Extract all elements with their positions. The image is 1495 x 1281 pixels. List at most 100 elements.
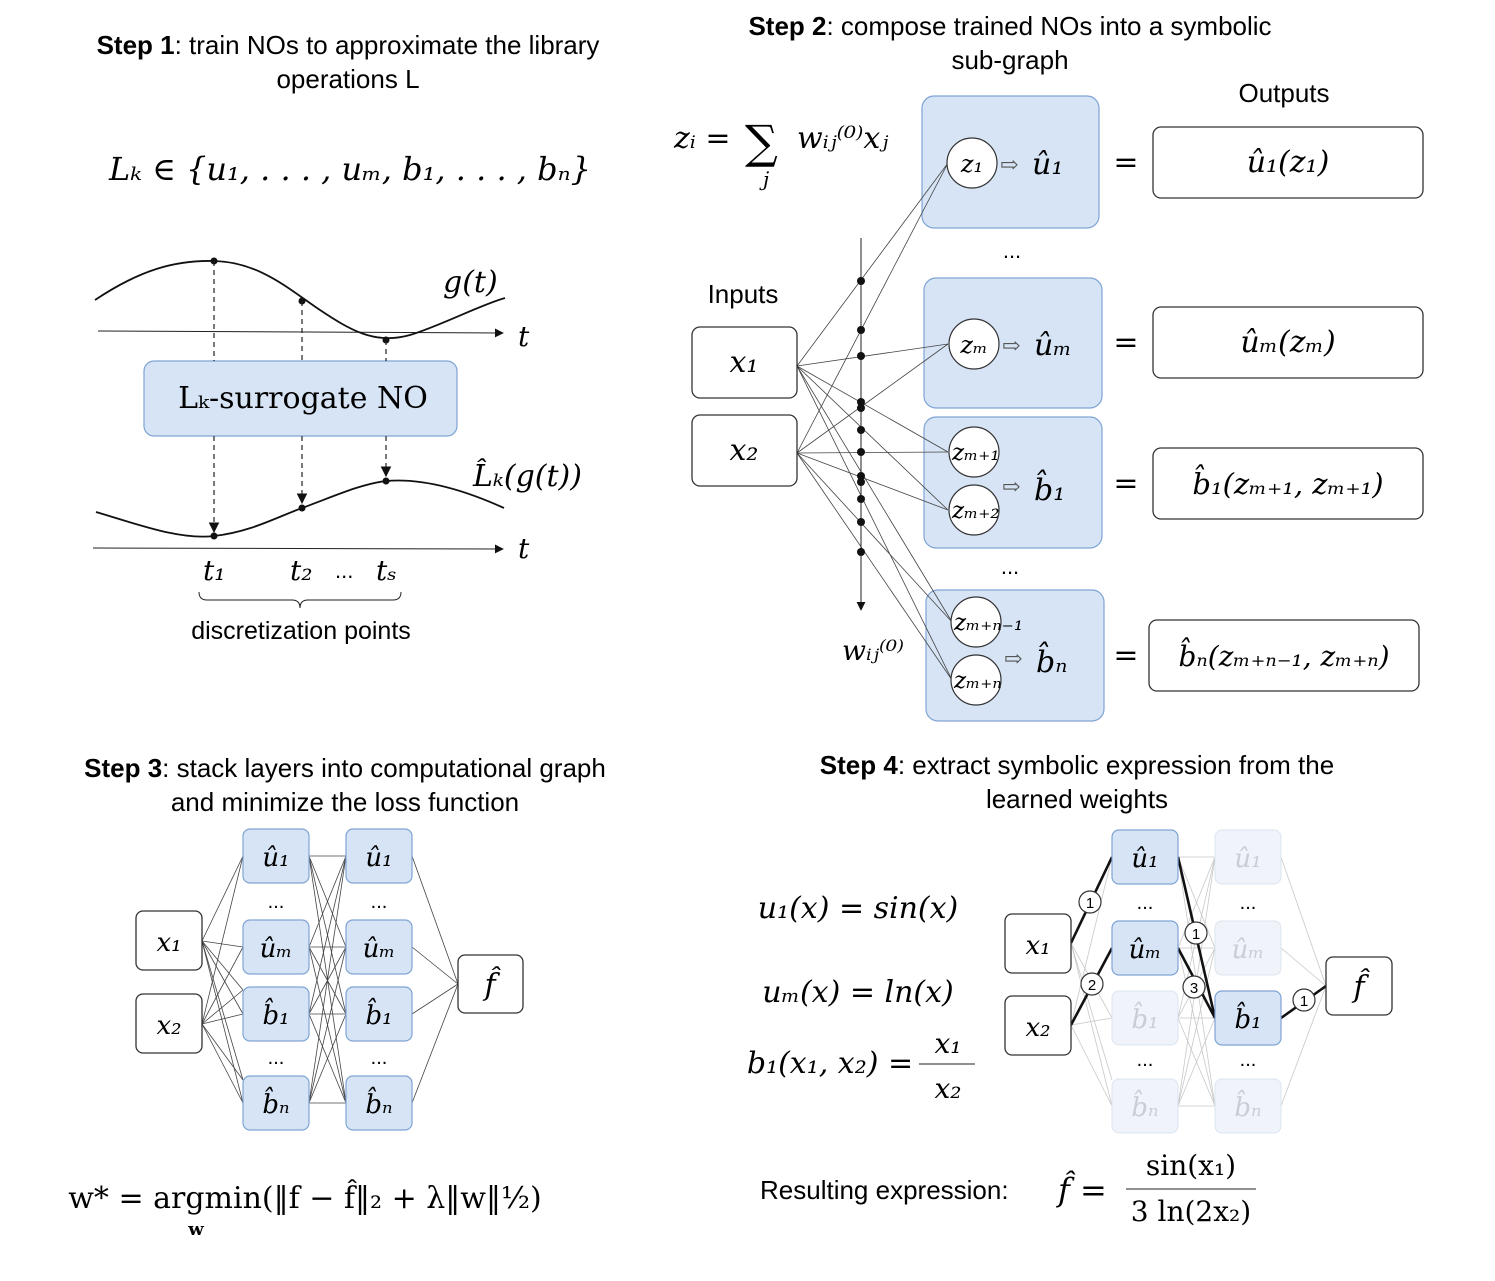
z-node-label: zₘ₊₂	[951, 498, 1000, 524]
step3-title-line2: and minimize the loss function	[171, 787, 519, 817]
library-set: Lₖ ∈ {u₁, . . . , uₘ, b₁, . . . , bₙ}	[108, 150, 591, 188]
z-formula-sub: j	[759, 167, 769, 191]
output-point	[210, 532, 218, 540]
op-label: ûₘ	[1034, 328, 1072, 363]
t-label: t₁	[203, 554, 225, 587]
node-ellipsis: ...	[1137, 892, 1154, 914]
weight-badge-label: 2	[1088, 977, 1096, 994]
step3-title: Step 3: stack layers into computational …	[84, 753, 606, 783]
layer1-node	[242, 919, 310, 975]
output-point	[298, 504, 306, 512]
step4-active-node	[1111, 920, 1179, 976]
step4-input-label: x₁	[1025, 931, 1050, 961]
hollow-arrow-icon: ⇨	[1002, 475, 1020, 500]
group-box-u1	[921, 95, 1100, 229]
node-label: û₁	[262, 843, 289, 873]
node-ellipsis: ...	[1137, 1049, 1154, 1071]
layer1-node	[242, 828, 310, 884]
input-box-x2	[691, 414, 798, 487]
t-ellipsis: ...	[335, 558, 353, 583]
layer2-node	[345, 1075, 413, 1131]
node-label: b̂ₙ	[262, 1086, 289, 1120]
equals-sign: =	[1113, 145, 1138, 180]
group-ellipsis: ...	[1001, 554, 1019, 579]
z-formula-right: wᵢⱼ⁽⁰⁾xⱼ	[797, 121, 888, 156]
node-label: û₁	[1234, 844, 1261, 874]
node-label: ûₘ	[1129, 935, 1162, 965]
node-ellipsis: ...	[1240, 892, 1257, 914]
equation-b1: b₁(x₁, x₂) =	[747, 1046, 913, 1081]
step3-input-x1	[135, 910, 203, 971]
loss-subscript: w	[187, 1219, 204, 1240]
weight-dots	[857, 277, 865, 556]
step4-active-node	[1111, 829, 1179, 885]
t-label: t₂	[290, 554, 312, 587]
z-node-circle	[948, 484, 1000, 536]
weight-badge	[1078, 890, 1102, 914]
output-box	[1152, 447, 1424, 520]
input-function-curve	[94, 260, 506, 339]
group-box-um	[923, 277, 1103, 409]
layer2-node	[345, 986, 413, 1042]
surrogate-no-box	[143, 360, 458, 437]
z-node-label: zₘ	[959, 331, 987, 359]
weight-badge-label: 1	[1192, 926, 1200, 943]
output-box	[1152, 306, 1424, 379]
step1-title: Step 1: train NOs to approximate the lib…	[97, 30, 600, 60]
hollow-arrow-icon: ⇨	[1004, 647, 1022, 672]
z-node-label: zₘ₊₁	[951, 440, 1000, 466]
lower-axis-label: t	[518, 532, 530, 565]
z-node-circle	[948, 426, 1000, 478]
step4-faint-edges	[1070, 856, 1327, 1107]
step4-input-x1	[1004, 913, 1072, 974]
input-x1-label: x₁	[730, 345, 759, 380]
node-label: ûₘ	[363, 934, 396, 964]
step1-title-line2: operations L	[276, 64, 419, 94]
fraction-numerator: x₁	[934, 1027, 961, 1060]
step4-inactive-node	[1111, 990, 1179, 1046]
node-ellipsis: ...	[371, 891, 388, 913]
output-label: L̂ₖ(g(t))	[472, 459, 582, 494]
output-expression: b̂ₙ(zₘ₊ₙ₋₁, zₘ₊ₙ)	[1178, 638, 1389, 673]
node-label: ûₘ	[260, 934, 293, 964]
equation-um: uₘ(x) = ln(x)	[762, 975, 954, 1010]
step4-inactive-node	[1214, 829, 1282, 885]
result-lhs: f̂ =	[1056, 1170, 1107, 1209]
equals-sign: =	[1113, 325, 1138, 360]
output-point	[382, 477, 390, 485]
weight-badge	[1184, 921, 1208, 945]
node-label: b̂₁	[1234, 1001, 1261, 1035]
step4-title: Step 4: extract symbolic expression from…	[820, 750, 1334, 780]
upper-axis-label: t	[518, 320, 530, 353]
loss-function: w* = argmin(‖f − f̂‖₂ + λ‖w‖½)	[68, 1179, 542, 1216]
step2-title: Step 2: compose trained NOs into a symbo…	[748, 11, 1271, 41]
op-label: b̂ₙ	[1036, 641, 1067, 680]
bracket-label: discretization points	[191, 617, 411, 645]
fraction-denominator: x₂	[934, 1072, 961, 1105]
output-expression: û₁(z₁)	[1247, 145, 1330, 180]
node-ellipsis: ...	[371, 1047, 388, 1069]
step2-panel: Step 2: compose trained NOs into a symbo…	[673, 11, 1424, 722]
weight-badge	[1080, 972, 1104, 996]
node-label: ûₘ	[1232, 935, 1265, 965]
weight-badge-label: 1	[1086, 895, 1094, 912]
layer2-node	[345, 828, 413, 884]
curve-label: g(t)	[443, 265, 498, 300]
output-expression: b̂₁(zₘ₊₁, zₘ₊₁)	[1192, 464, 1383, 501]
step4-input-x2	[1004, 995, 1072, 1056]
step3-panel: Step 3: stack layers into computational …	[68, 753, 606, 1240]
step4-panel: Step 4: extract symbolic expression from…	[747, 750, 1393, 1228]
t-label: tₛ	[376, 554, 397, 587]
layer2-node	[345, 919, 413, 975]
step3-edges	[201, 855, 459, 1104]
result-denominator: 3 ln(2x₂)	[1131, 1195, 1251, 1228]
node-label: b̂ₙ	[365, 1086, 392, 1120]
step4-inactive-node	[1214, 920, 1282, 976]
step3-input-x2	[135, 993, 203, 1054]
node-label: û₁	[1131, 844, 1158, 874]
node-label: b̂₁	[1131, 1001, 1158, 1035]
input-x2-label: x₂	[730, 433, 759, 468]
equals-sign: =	[1113, 638, 1138, 673]
weight-badge	[1292, 988, 1316, 1012]
step4-output-box	[1325, 956, 1393, 1016]
